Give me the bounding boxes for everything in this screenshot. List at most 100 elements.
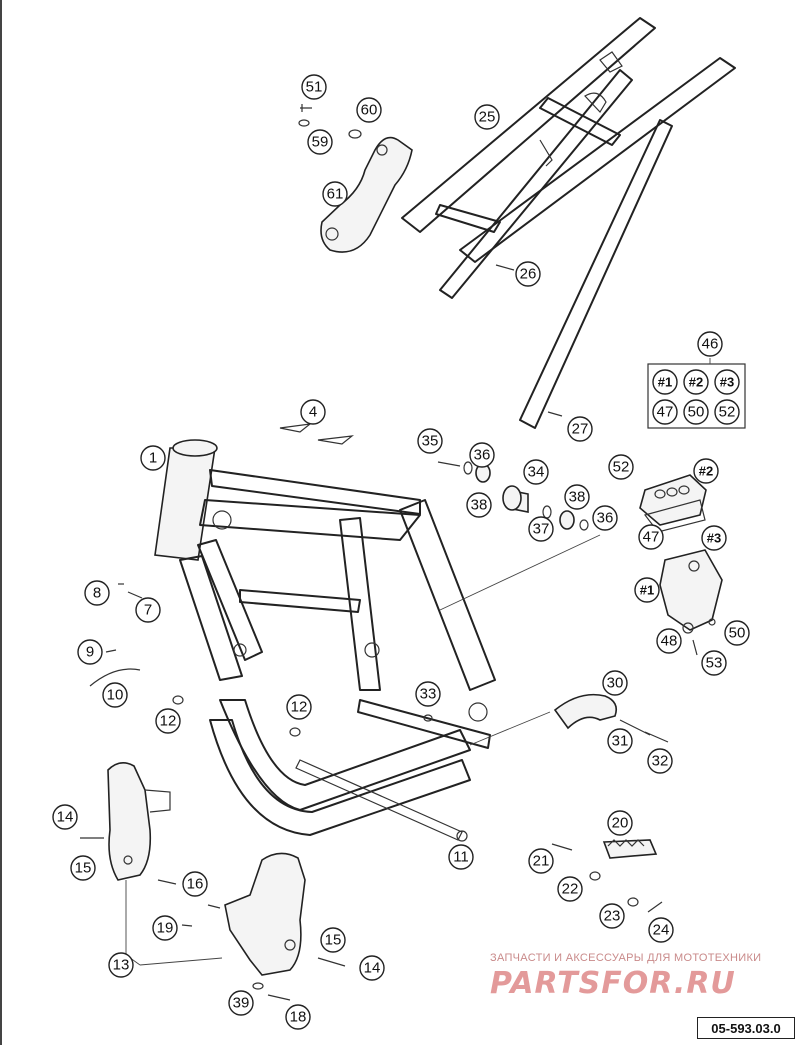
callout-39: 39 xyxy=(228,990,254,1016)
hash-callout-1: #1 xyxy=(634,577,660,603)
kit-item-label: #2 xyxy=(689,375,703,390)
callout-7: 7 xyxy=(135,597,161,623)
hash-callout-label: #3 xyxy=(707,531,721,546)
callout-circle xyxy=(300,399,326,425)
hash-callout-3: #3 xyxy=(701,525,727,551)
callout-circle xyxy=(77,639,103,665)
callout-circle xyxy=(301,74,327,100)
callout-circle xyxy=(320,927,346,953)
callout-13: 13 xyxy=(108,952,134,978)
kit-item-50: 50 xyxy=(683,399,709,425)
callout-33: 33 xyxy=(415,681,441,707)
callout-number: 4 xyxy=(309,404,317,421)
callout-number: 13 xyxy=(113,957,130,974)
callout-circle xyxy=(648,917,674,943)
callout-number: 8 xyxy=(93,585,101,602)
callout-number: 38 xyxy=(471,497,488,514)
watermark-logo: PARTSFOR.RU xyxy=(490,966,736,1001)
kit-item-circle xyxy=(714,399,740,425)
callout-12: 12 xyxy=(286,694,312,720)
callout-number: 38 xyxy=(569,489,586,506)
left-border xyxy=(0,0,2,1045)
callout-9: 9 xyxy=(77,639,103,665)
callout-8: 8 xyxy=(84,580,110,606)
callout-number: 53 xyxy=(706,655,723,672)
callout-number: 46 xyxy=(702,336,719,353)
bracket-61-drawing xyxy=(298,104,413,253)
callout-number: 61 xyxy=(327,186,344,203)
callout-37: 37 xyxy=(528,516,554,542)
callout-circle xyxy=(697,331,723,357)
callout-circle xyxy=(182,871,208,897)
kit-item-circle xyxy=(683,399,709,425)
callout-31: 31 xyxy=(607,728,633,754)
callout-circle xyxy=(599,903,625,929)
callout-number: 12 xyxy=(291,699,308,716)
watermark-tagline: ЗАПЧАСТИ И АКСЕССУАРЫ ДЛЯ МОТОТЕХНИКИ xyxy=(490,952,762,964)
callout-23: 23 xyxy=(599,903,625,929)
footpeg-bracket-30-drawing xyxy=(469,693,669,746)
callout-number: 48 xyxy=(661,633,678,650)
callout-46: 46 xyxy=(697,331,723,357)
callout-24: 24 xyxy=(648,917,674,943)
callout-59: 59 xyxy=(307,129,333,155)
callout-19: 19 xyxy=(152,915,178,941)
callout-1: 1 xyxy=(140,445,166,471)
kit-item-circle xyxy=(714,369,740,395)
diagram-code-label: 05-593.03.0 xyxy=(697,1017,795,1039)
callout-36: 36 xyxy=(592,505,618,531)
callout-11: 11 xyxy=(448,844,474,870)
callout-number: 50 xyxy=(729,625,746,642)
callout-layer: 1478910111212131414151516181920212223242… xyxy=(52,74,750,1030)
callout-circle xyxy=(592,505,618,531)
callout-circle xyxy=(84,580,110,606)
callout-number: 14 xyxy=(364,960,381,977)
callout-22: 22 xyxy=(557,876,583,902)
callout-number: 59 xyxy=(312,134,329,151)
callout-number: 39 xyxy=(233,995,250,1012)
callout-circle xyxy=(607,810,633,836)
callout-14: 14 xyxy=(52,804,78,830)
callout-number: 14 xyxy=(57,809,74,826)
callout-53: 53 xyxy=(701,650,727,676)
callout-circle xyxy=(602,670,628,696)
callout-number: 35 xyxy=(422,433,439,450)
callout-circle xyxy=(307,129,333,155)
kit-item-label: #3 xyxy=(720,375,734,390)
callout-number: 32 xyxy=(652,753,669,770)
kit-item-circle xyxy=(683,369,709,395)
callout-21: 21 xyxy=(528,848,554,874)
kit-item-52: 52 xyxy=(714,399,740,425)
callout-circle xyxy=(102,682,128,708)
callout-4: 4 xyxy=(300,399,326,425)
callout-52: 52 xyxy=(608,454,634,480)
callout-circle xyxy=(557,876,583,902)
callout-circle xyxy=(567,416,593,442)
callout-circle xyxy=(564,484,590,510)
hash-callout-circle xyxy=(634,577,660,603)
callout-number: 34 xyxy=(528,464,545,481)
callout-30: 30 xyxy=(602,670,628,696)
callout-circle xyxy=(469,442,495,468)
callout-circle xyxy=(70,855,96,881)
callout-35: 35 xyxy=(417,428,443,454)
callout-number: 25 xyxy=(479,109,496,126)
callout-20: 20 xyxy=(607,810,633,836)
callout-circle xyxy=(152,915,178,941)
callout-circle xyxy=(415,681,441,707)
callout-number: 16 xyxy=(187,876,204,893)
callout-10: 10 xyxy=(102,682,128,708)
callout-circle xyxy=(135,597,161,623)
callout-47: 47 xyxy=(638,524,664,550)
kit-item-h1: #1 xyxy=(652,369,678,395)
callout-32: 32 xyxy=(647,748,673,774)
callout-number: 12 xyxy=(160,713,177,730)
callout-circle xyxy=(359,955,385,981)
callout-circle xyxy=(528,848,554,874)
callout-circle xyxy=(52,804,78,830)
callout-number: 21 xyxy=(533,853,550,870)
callout-34: 34 xyxy=(523,459,549,485)
callout-61: 61 xyxy=(322,181,348,207)
